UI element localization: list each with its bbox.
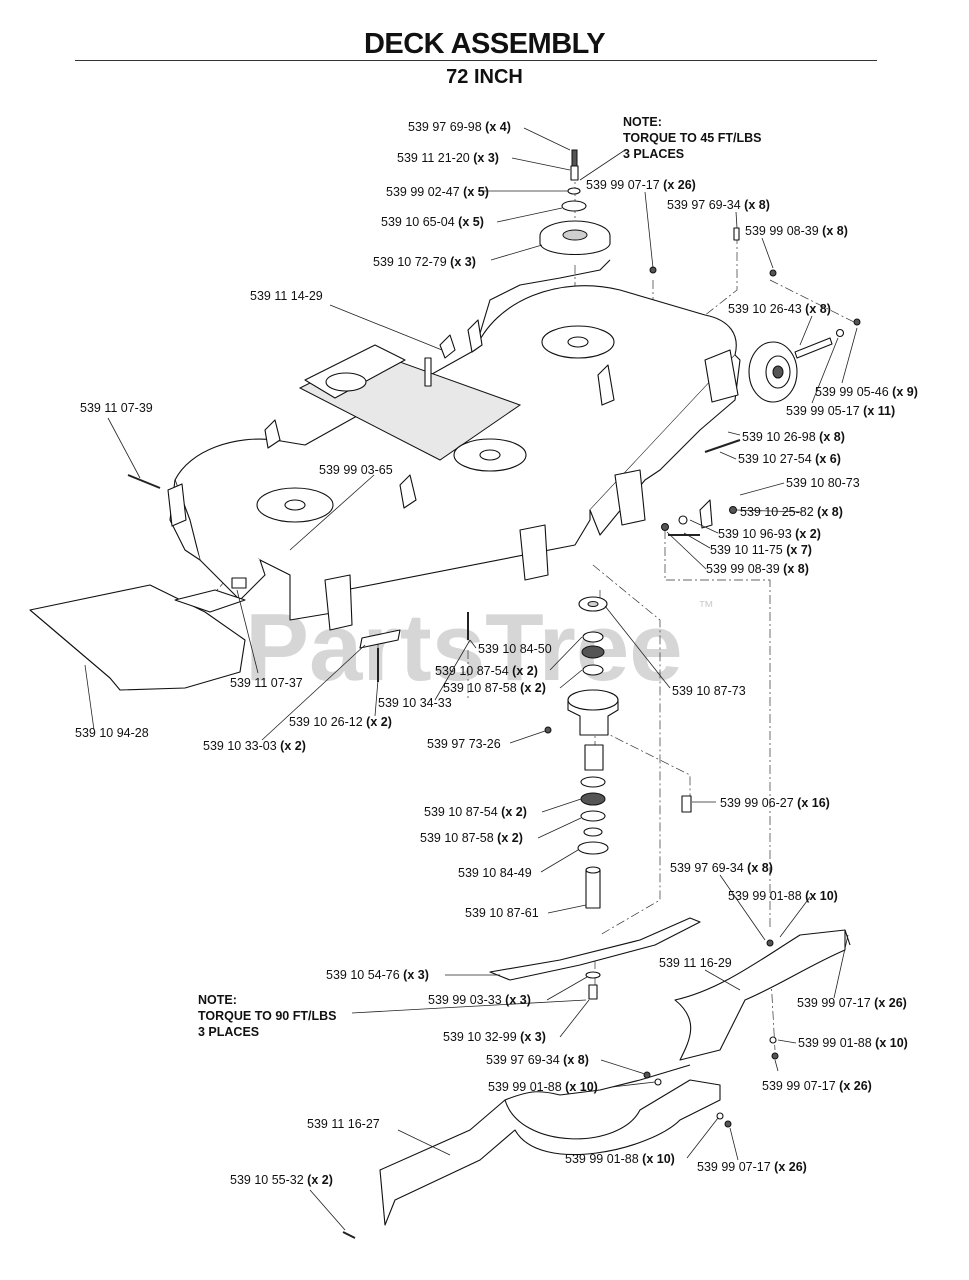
part-label: 539 10 11-75 (x 7) (710, 543, 812, 557)
part-label: 539 10 87-54 (x 2) (424, 805, 527, 819)
mower-blade (489, 917, 701, 1000)
part-label: 539 99 01-88 (x 10) (728, 889, 838, 903)
mower-deck (167, 259, 741, 631)
part-label: 539 97 69-34 (x 8) (670, 861, 773, 875)
part-label: 539 10 84-49 (458, 866, 532, 880)
part-label: 539 99 08-39 (x 8) (745, 224, 848, 238)
part-label: 539 99 05-46 (x 9) (815, 385, 918, 399)
part-label: 539 10 87-73 (672, 684, 746, 698)
part-label: 539 10 32-99 (x 3) (443, 1030, 546, 1044)
part-label: 539 10 27-54 (x 6) (738, 452, 841, 466)
svg-text:TORQUE TO 45 FT/LBS: TORQUE TO 45 FT/LBS (623, 131, 761, 145)
part-label: 539 11 07-37 (230, 676, 303, 690)
part-label: 539 10 87-58 (x 2) (443, 681, 546, 695)
part-label: 539 11 14-29 (250, 289, 323, 303)
part-label: 539 10 26-43 (x 8) (728, 302, 831, 316)
part-label: 539 97 69-34 (x 8) (486, 1053, 589, 1067)
note-torque-45: NOTE: TORQUE TO 45 FT/LBS 3 PLACES (623, 115, 761, 161)
part-label: 539 99 07-17 (x 26) (586, 178, 696, 192)
part-label: 539 10 96-93 (x 2) (718, 527, 821, 541)
part-label: 539 10 87-61 (465, 906, 539, 920)
part-label: 539 11 16-27 (307, 1117, 380, 1131)
part-label: 539 11 21-20 (x 3) (397, 151, 499, 165)
part-label: 539 10 72-79 (x 3) (373, 255, 476, 269)
part-label: 539 99 06-27 (x 16) (720, 796, 830, 810)
part-label: 539 10 34-33 (378, 696, 452, 710)
note-torque-90: NOTE: TORQUE TO 90 FT/LBS 3 PLACES (198, 993, 336, 1039)
part-label: 539 11 16-29 (659, 956, 732, 970)
part-label: 539 10 26-12 (x 2) (289, 715, 392, 729)
gauge-wheel (649, 227, 861, 403)
part-label: 539 11 07-39 (80, 401, 153, 415)
baffle-hardware (342, 939, 779, 1239)
part-label: 539 10 26-98 (x 8) (742, 430, 845, 444)
part-label: 539 10 80-73 (786, 476, 860, 490)
part-label: 539 99 03-65 (319, 463, 393, 477)
part-label: 539 99 01-88 (x 10) (488, 1080, 598, 1094)
part-labels: 539 97 69-98 (x 4) 539 11 21-20 (x 3) 53… (75, 120, 918, 1187)
discharge-chute (29, 584, 246, 691)
svg-text:NOTE:: NOTE: (198, 993, 237, 1007)
title-rule (75, 60, 877, 61)
diagram-subtitle: 72 INCH (446, 66, 523, 88)
part-label: 539 10 87-58 (x 2) (420, 831, 523, 845)
part-label: 539 99 01-88 (x 10) (565, 1152, 675, 1166)
diagram-title: DECK ASSEMBLY (363, 28, 606, 60)
part-label: 539 99 07-17 (x 26) (762, 1079, 872, 1093)
adjuster-hardware (127, 439, 741, 813)
part-label: 539 10 33-03 (x 2) (203, 739, 306, 753)
part-label: 539 10 25-82 (x 8) (740, 505, 843, 519)
part-label: 539 10 55-32 (x 2) (230, 1173, 333, 1187)
part-label: 539 99 05-17 (x 11) (786, 404, 895, 418)
watermark-trademark: ™ (698, 599, 714, 616)
part-label: 539 99 01-88 (x 10) (798, 1036, 908, 1050)
part-label: 539 99 03-33 (x 3) (428, 993, 531, 1007)
part-label: 539 99 07-17 (x 26) (797, 996, 907, 1010)
svg-text:NOTE:: NOTE: (623, 115, 662, 129)
pulley-stack (539, 149, 611, 256)
part-label: 539 99 02-47 (x 5) (386, 185, 489, 199)
leader-lines (84, 127, 858, 1231)
part-label: 539 99 07-17 (x 26) (697, 1160, 807, 1174)
svg-text:3 PLACES: 3 PLACES (623, 147, 684, 161)
part-label: 539 97 69-98 (x 4) (408, 120, 511, 134)
part-label: 539 10 94-28 (75, 726, 149, 740)
spindle-assembly (567, 596, 619, 909)
part-label: 539 10 65-04 (x 5) (381, 215, 484, 229)
part-label: 539 10 54-76 (x 3) (326, 968, 429, 982)
svg-text:TORQUE TO 90 FT/LBS: TORQUE TO 90 FT/LBS (198, 1009, 336, 1023)
part-label: 539 97 73-26 (427, 737, 501, 751)
part-label: 539 10 84-50 (478, 642, 552, 656)
part-label: 539 97 69-34 (x 8) (667, 198, 770, 212)
svg-text:3 PLACES: 3 PLACES (198, 1025, 259, 1039)
part-label: 539 99 08-39 (x 8) (706, 562, 809, 576)
part-label: 539 10 87-54 (x 2) (435, 664, 538, 678)
